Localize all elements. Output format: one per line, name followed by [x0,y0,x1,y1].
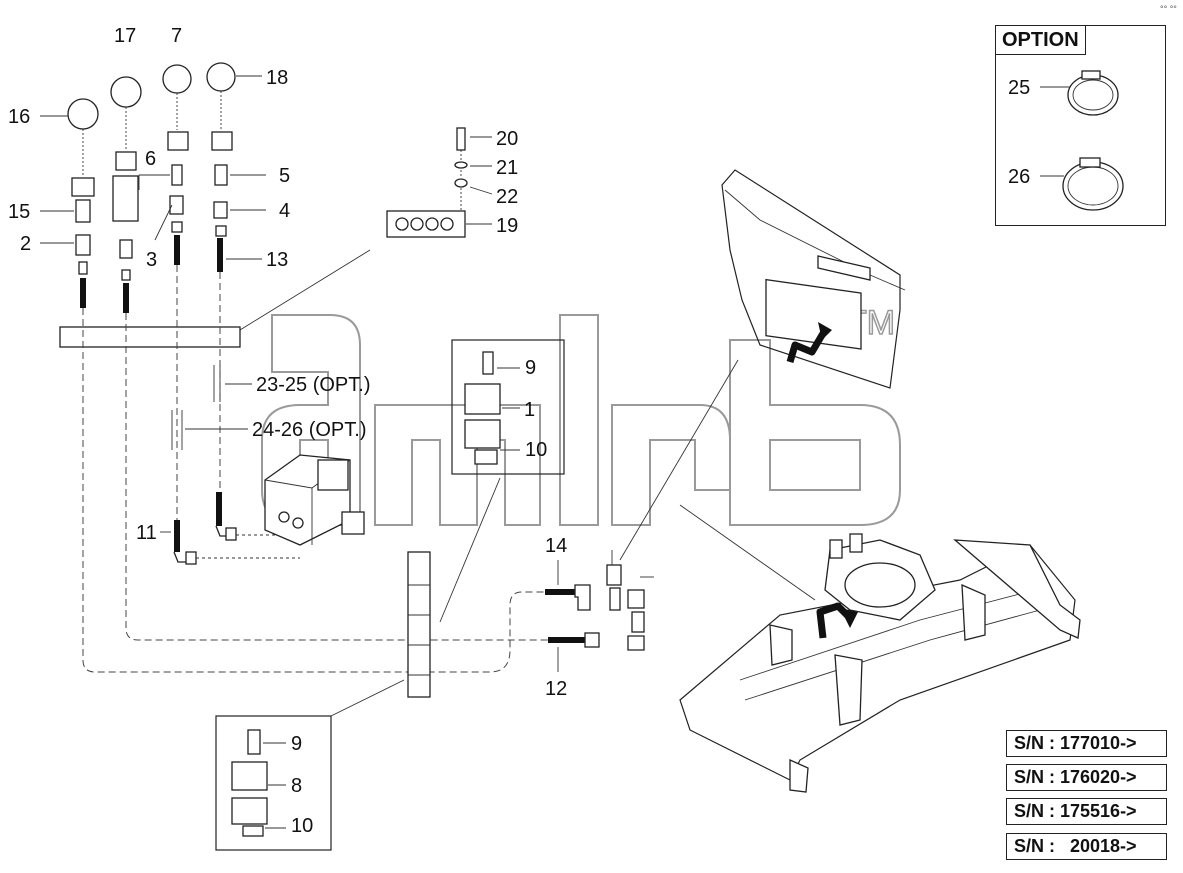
bulkhead-bar [59,326,241,348]
callout-25: 25 [1008,77,1030,99]
callout-16: 16 [8,106,30,128]
callout-24-26-opt: 24-26 (OPT.) [252,419,366,441]
coupler-assembly-16 [67,98,99,308]
coupler-assembly-18 [206,62,236,272]
callout-10-upper: 10 [525,439,547,461]
coupler-leaders [40,75,266,260]
callout-20: 20 [496,128,518,150]
callout-22: 22 [496,186,518,208]
callout-18: 18 [266,67,288,89]
callout-13: 13 [266,249,288,271]
callout-21: 21 [496,157,518,179]
watermark-logo: TM [261,303,901,526]
clamp-detail-lower [215,679,405,851]
serial-number-4: S/N : 20018-> [1006,833,1167,860]
callout-3: 3 [146,249,157,271]
option-label: OPTION [996,26,1086,55]
coupler-assembly-17 [110,76,142,313]
corner-mark: °° °° [1160,4,1177,14]
callout-14: 14 [545,535,567,557]
callout-labels: 16 17 7 18 6 15 2 3 5 4 13 20 21 22 19 2… [8,25,1030,837]
callout-2: 2 [20,233,31,255]
callout-8: 8 [291,775,302,797]
option-box: OPTION [995,25,1166,226]
serial-number-3: S/N : 175516-> [1006,798,1167,825]
clamp-stack [407,551,431,698]
coupler-assembly-7 [162,64,192,265]
plate-assembly-19 [239,127,493,331]
callout-6: 6 [145,148,156,170]
callout-1: 1 [524,399,535,421]
callout-17: 17 [114,25,136,47]
callout-5: 5 [279,165,290,187]
valve-assembly [160,454,365,565]
option-clamp-26 [1040,157,1124,211]
callout-4: 4 [279,200,290,222]
callout-7: 7 [171,25,182,47]
callout-15: 15 [8,201,30,223]
callout-10-lower: 10 [291,815,313,837]
callout-23-25-opt: 23-25 (OPT.) [256,374,370,396]
callout-26: 26 [1008,166,1030,188]
clamp-detail-upper [439,339,565,623]
callout-11: 11 [136,522,157,544]
serial-number-2: S/N : 176020-> [1006,764,1167,791]
callout-12: 12 [545,678,567,700]
callout-9-lower: 9 [291,733,302,755]
serial-number-1: S/N : 177010-> [1006,730,1167,757]
axle-frame [679,533,1081,793]
optional-clamp-markers [171,365,252,450]
callout-19: 19 [496,215,518,237]
hose-fittings-right [545,359,816,672]
cab-panel [721,169,906,389]
option-clamp-25 [1040,70,1119,116]
callout-9-upper: 9 [525,357,536,379]
